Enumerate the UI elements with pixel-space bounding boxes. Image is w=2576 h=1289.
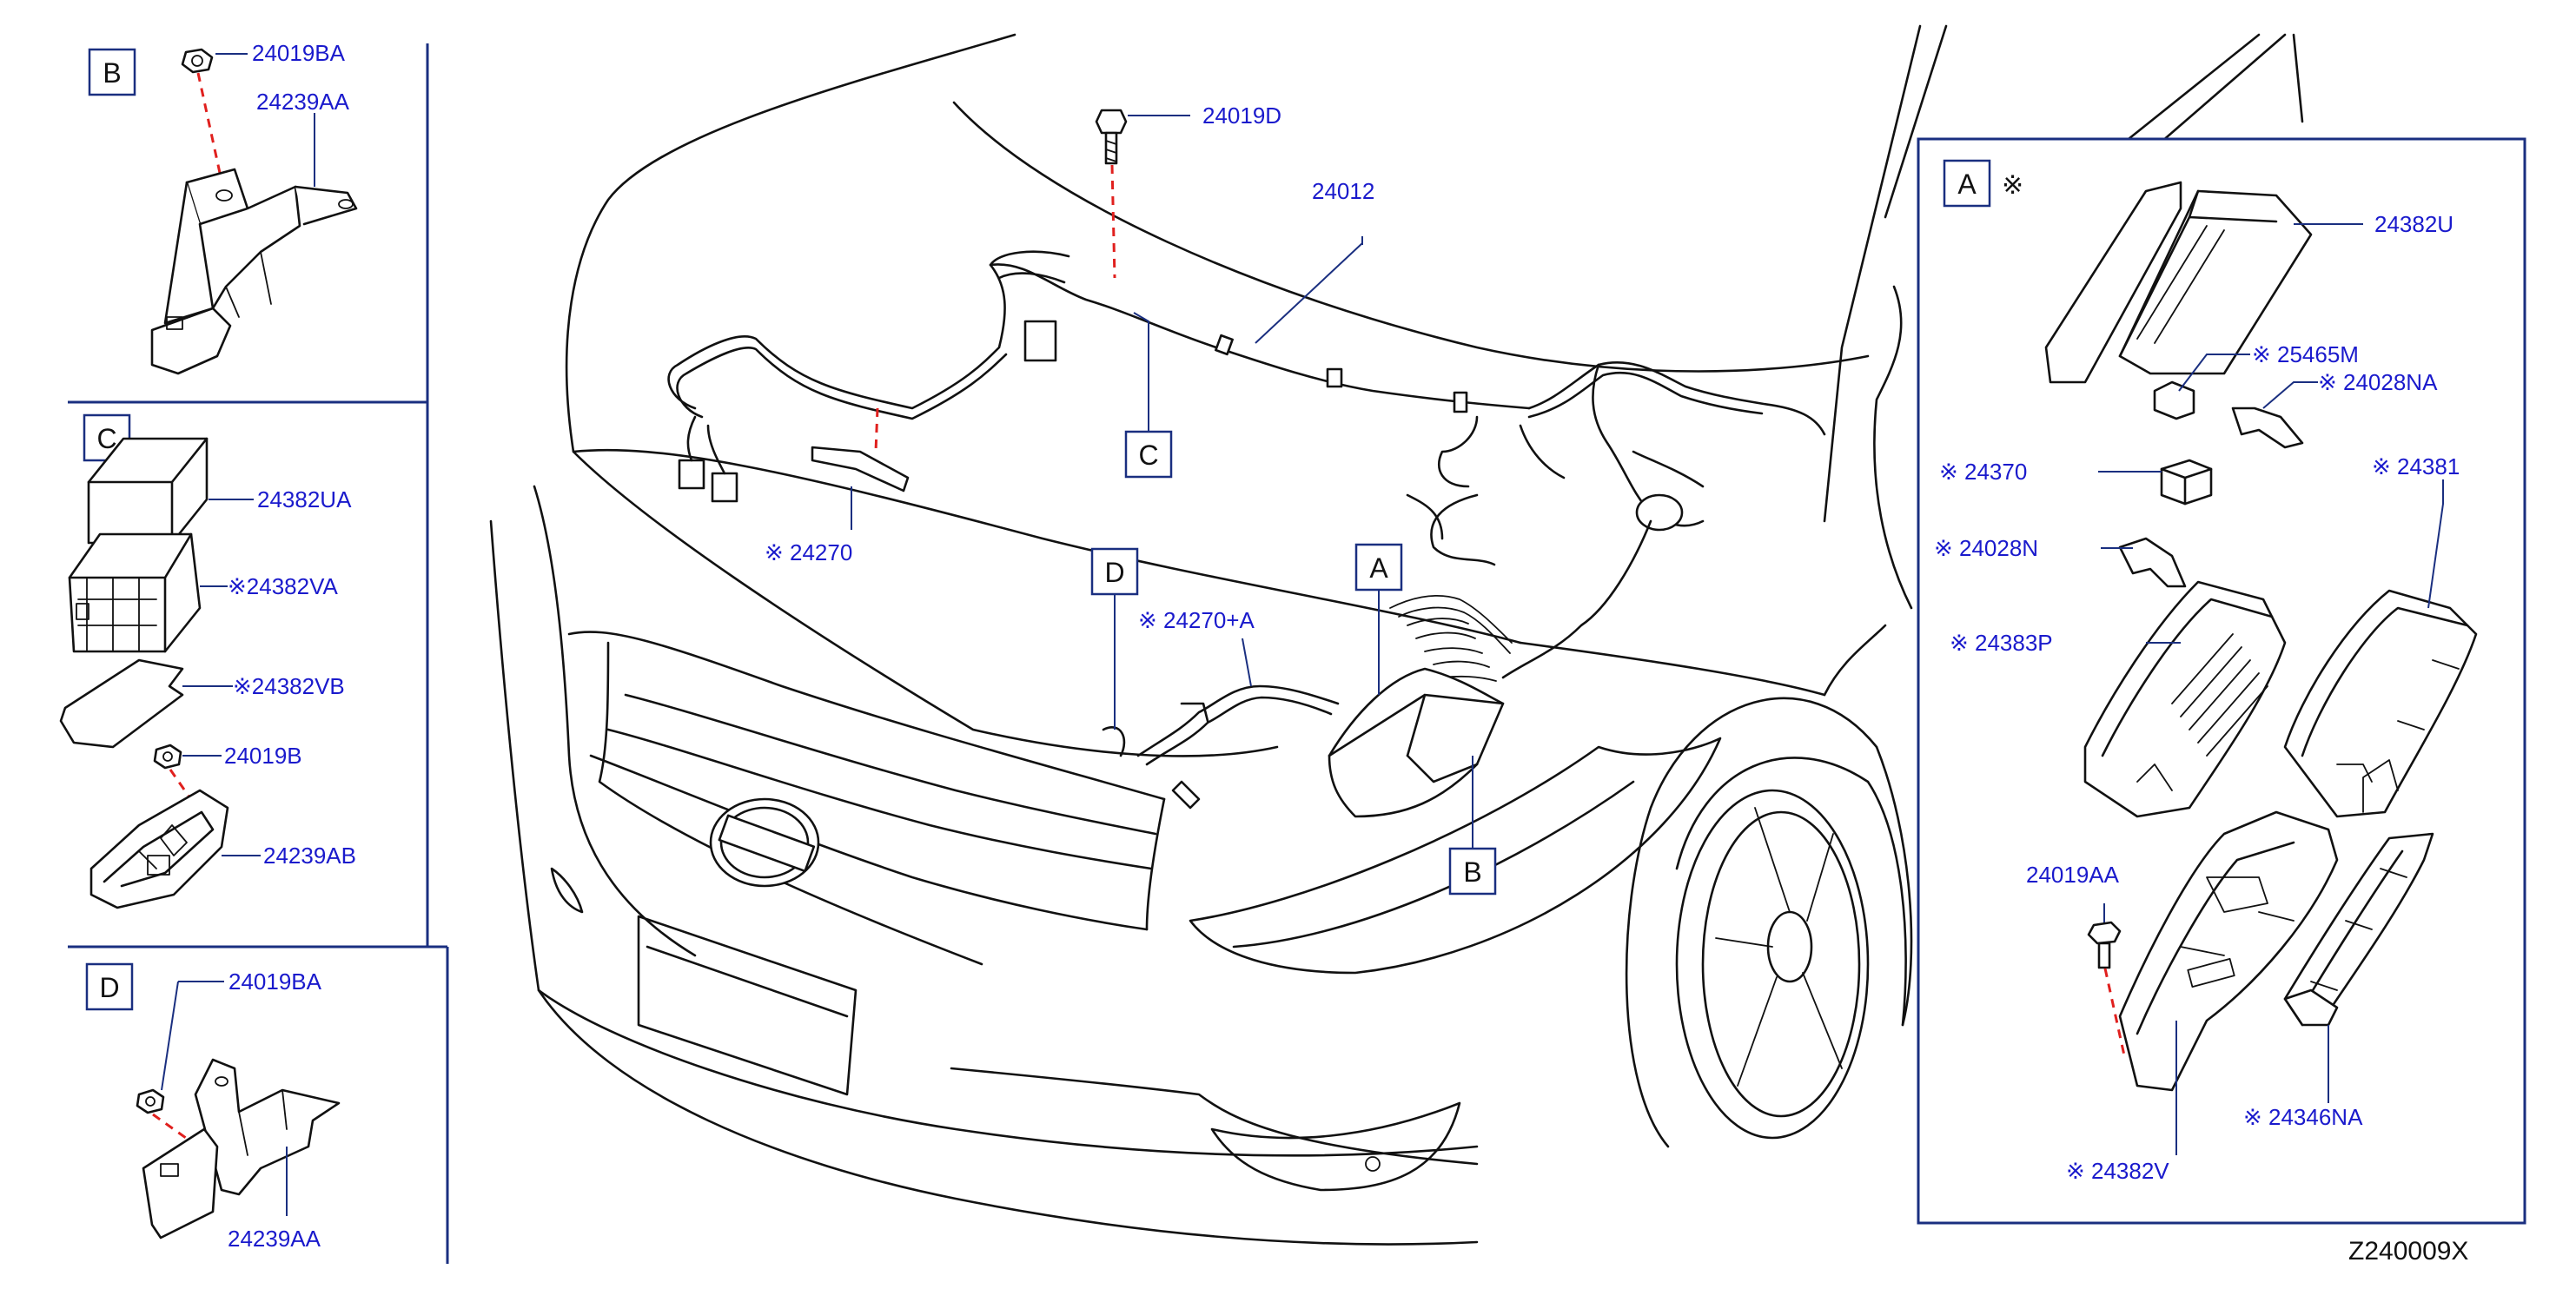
label-24019aa: 24019AA <box>2026 862 2120 888</box>
main-callouts: 24019D 24012 C ※ 24270 D ※ 24270+A A B <box>765 102 1497 896</box>
cover-24382u <box>2044 181 2313 384</box>
label-24028n: ※ 24028N <box>1934 535 2038 561</box>
label-24382va: ※24382VA <box>228 573 338 599</box>
nut-24019ba-b <box>181 48 214 74</box>
detail-b: B 24019BA 24239AA <box>88 40 358 375</box>
label-24239ab: 24239AB <box>263 843 356 869</box>
label-24019b: 24019B <box>224 743 302 769</box>
bolt-24019d <box>1095 109 1128 165</box>
detail-d-letter: D <box>99 972 119 1003</box>
label-24382ua: 24382UA <box>257 486 352 512</box>
car-body-outline <box>489 24 2304 1246</box>
bracket-24239ab <box>89 789 229 909</box>
detail-d: D 24019BA 24239AA <box>85 962 341 1252</box>
detail-c: C 24382UA ※24382VA ※24382VB 2401 <box>59 413 356 909</box>
fuse-24370 <box>2160 459 2213 506</box>
case-24382va <box>68 532 202 653</box>
bracket-24239aa-d <box>142 1058 341 1239</box>
engine-room-harness-24012 <box>667 109 1826 818</box>
front-wheel <box>1675 757 1907 1140</box>
label-24382vb: ※24382VB <box>233 673 345 699</box>
callout-c: C <box>1138 440 1158 471</box>
clip-24028na <box>2231 407 2304 449</box>
bracket-24346na <box>2283 832 2434 1027</box>
relay-25465m <box>2153 380 2195 420</box>
pad-24382vb <box>59 658 184 749</box>
cover-24382ua <box>87 437 209 545</box>
callout-b: B <box>1463 856 1481 888</box>
block-24383p <box>2083 580 2287 818</box>
clip-24028n <box>2118 537 2187 588</box>
detail-b-letter: B <box>103 57 121 89</box>
label-25465m: ※ 25465M <box>2252 341 2359 367</box>
nut-24019ba-d <box>136 1088 165 1114</box>
grille <box>567 631 1166 966</box>
label-24019ba-b: 24019BA <box>252 40 346 66</box>
bolt-24019aa <box>2087 921 2122 969</box>
label-24270a: ※ 24270+A <box>1138 607 1255 633</box>
label-24382u: 24382U <box>2374 211 2453 237</box>
label-24270: ※ 24270 <box>765 539 852 565</box>
label-24019d: 24019D <box>1202 102 1281 129</box>
label-24370: ※ 24370 <box>1939 459 2027 485</box>
detail-a: A ※ 24382U ※ 25465M ※ 24028NA ※ 24370 <box>1917 137 2526 1225</box>
bracket-24239aa-b <box>150 168 358 375</box>
label-24383p: ※ 24383P <box>1950 630 2053 656</box>
nut-24019b <box>153 744 182 770</box>
label-24382v: ※ 24382V <box>2066 1158 2169 1184</box>
callout-d: D <box>1104 557 1124 588</box>
nissan-badge <box>709 797 820 888</box>
detail-c-letter: C <box>96 423 116 454</box>
callout-a: A <box>1369 552 1388 584</box>
lower-case-24382v <box>2118 810 2339 1092</box>
label-24012: 24012 <box>1312 178 1374 204</box>
label-24239aa-b: 24239AA <box>256 89 350 115</box>
label-24381: ※ 24381 <box>2372 453 2460 479</box>
label-24019ba-d: 24019BA <box>228 968 322 995</box>
label-24028na: ※ 24028NA <box>2318 369 2438 395</box>
diagram-code: Z240009X <box>2348 1237 2468 1266</box>
case-24381 <box>2283 589 2478 818</box>
detail-a-note: ※ <box>2002 171 2023 200</box>
label-24346na: ※ 24346NA <box>2243 1104 2363 1130</box>
detail-a-letter: A <box>1957 169 1977 200</box>
label-24239aa-d: 24239AA <box>228 1226 321 1252</box>
left-panel-dividers <box>68 43 449 1264</box>
